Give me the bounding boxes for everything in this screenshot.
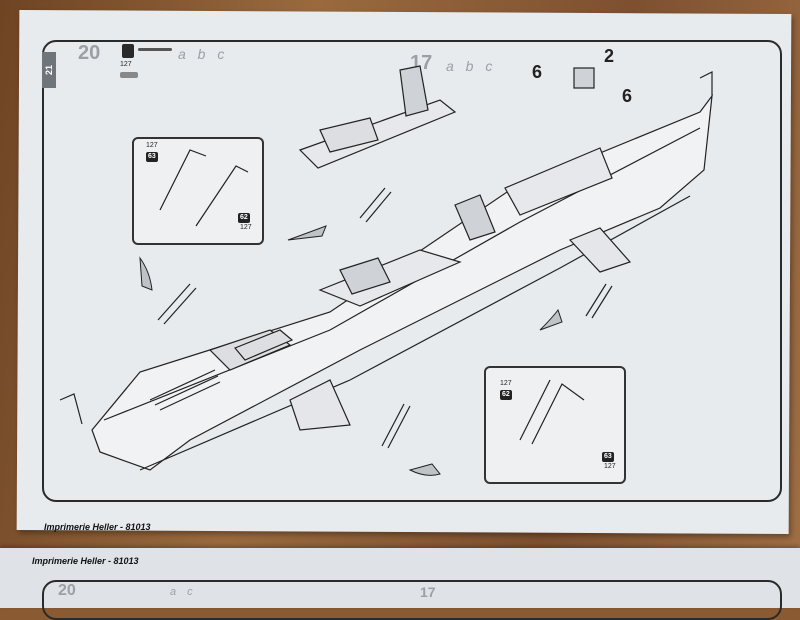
page-marker-tab: 21	[42, 52, 56, 88]
arrow-curved-1	[287, 225, 327, 241]
flag-rear	[699, 71, 713, 96]
part-callout-2: 2	[604, 46, 615, 66]
next-page-sheet	[0, 548, 800, 608]
brush-icon	[138, 48, 172, 51]
inset-top-num-b: 127	[240, 224, 252, 231]
ladder-part-c	[585, 283, 613, 319]
inset-top-code-b: 62	[238, 213, 250, 223]
sub-assembly-turret	[319, 117, 379, 153]
sub-assembly-funnel	[399, 65, 429, 117]
part-2-box	[573, 67, 595, 89]
funnel-aft	[339, 257, 391, 295]
inset-bottom-num-b: 127	[604, 463, 616, 470]
forward-guns	[149, 369, 221, 411]
second-turret	[234, 329, 294, 361]
flag-fore	[59, 393, 83, 425]
inset-bottom-code-a: 62	[500, 390, 512, 400]
paint-can-icon	[122, 44, 134, 58]
next-page-footer: Imprimerie Heller - 81013	[32, 556, 139, 566]
paint-can-label: 127	[120, 61, 132, 68]
step-frame	[42, 40, 782, 502]
arrow-curved-3	[539, 308, 563, 331]
footer-text: Imprimerie Heller - 81013	[44, 522, 151, 532]
part-callout-6-right: 6	[622, 86, 633, 106]
bridge	[504, 147, 613, 216]
ladder-part-d	[381, 403, 411, 449]
funnel-fore	[454, 194, 496, 241]
inset-top-num-a: 127	[146, 142, 158, 149]
next-page-step-number: 20	[58, 582, 76, 599]
glue-tube-icon	[120, 72, 138, 78]
inset-bottom-ladder	[519, 379, 585, 445]
ship-assembly-drawing	[59, 65, 713, 476]
hull-waterline	[139, 195, 691, 471]
next-page-letters: a c	[170, 586, 197, 598]
step-number: 20	[78, 42, 101, 64]
inset-bottom-code-b: 63	[602, 452, 614, 462]
arrow-curved-2	[139, 256, 153, 291]
next-page-frame	[42, 580, 782, 620]
stand-front	[289, 379, 351, 431]
ladder-part-b	[157, 283, 197, 325]
next-page-sub-step-number: 17	[420, 584, 436, 600]
paint-letters: a b c	[178, 46, 229, 62]
inset-ladder-bottom	[484, 366, 626, 484]
part-callout-6-left: 6	[532, 62, 543, 82]
inset-top-ladder	[159, 149, 249, 227]
ladder-part-a	[359, 187, 392, 223]
inset-top-code-a: 63	[146, 152, 158, 162]
sub-assembly-17	[298, 99, 457, 169]
arrow-curved-4	[408, 463, 441, 476]
inset-bottom-num-a: 127	[500, 380, 512, 387]
stand-rear	[568, 227, 632, 273]
sub-step-letters: a b c	[446, 58, 497, 74]
